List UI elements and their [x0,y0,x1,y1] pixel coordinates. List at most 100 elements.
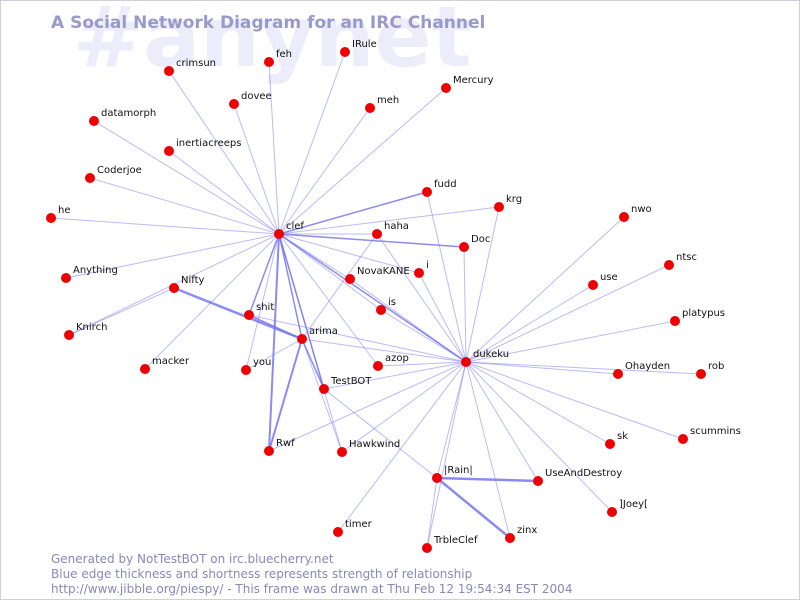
node-fudd: fudd [422,179,457,197]
node-dot [422,187,432,197]
node-label: TrbleClef [433,535,478,546]
edge-clef-azop [278,233,379,367]
edge-sk-dukeku [465,361,611,445]
edge-clef-inertiacreeps [168,150,280,235]
node-NovaKANE: NovaKANE [345,266,410,284]
edge-arima-Hawkwind [301,338,343,453]
edge-Rain-TrbleClef [426,477,438,549]
node-label: fudd [434,179,457,190]
edge-arima-you [245,338,303,371]
node-Rwf: Rwf [264,438,295,456]
node-label: Knirch [76,322,107,333]
node-nwo: nwo [619,204,652,222]
node-label: you [253,357,271,368]
edge-shit-dukeku [248,314,467,363]
node-label: Coderjoe [97,165,142,176]
edge-Hawkwind-dukeku [341,361,467,453]
node-dot [229,99,239,109]
edge-clef-you [245,233,280,371]
node-platypus: platypus [670,308,725,326]
node-label: ]Joey[ [619,499,648,510]
edge-Rwf-dukeku [268,361,467,452]
edge-haha-dukeku [376,233,467,363]
node-use: use [588,272,618,290]
node-dot [61,273,71,283]
node-label: UseAndDestroy [545,468,622,479]
edge-Doc-dukeku [463,246,467,363]
node-dot [241,365,251,375]
edge-arima-haha [301,233,378,340]
edge-timer-dukeku [337,361,467,533]
node-label: Hawkwind [349,439,400,450]
node-Doc: Doc [459,234,490,252]
edge-clef-dukeku [278,233,467,363]
node-label: Mercury [453,75,494,86]
node-label: dovee [241,91,272,102]
node-dot [140,364,150,374]
node-dot [89,116,99,126]
node-UseAndDestroy: UseAndDestroy [533,468,622,486]
node-dot [365,103,375,113]
node-dot [422,543,432,553]
node-label: macker [152,356,190,367]
node-you: you [241,357,271,375]
node-dot [164,146,174,156]
node-crimsun: crimsun [164,58,216,76]
node-Nifty: Nifty [169,275,205,293]
node-label: rob [708,361,724,372]
node-Ohayden: Ohayden [613,361,670,379]
node-label: platypus [682,308,725,319]
edge-is-dukeku [380,309,467,363]
edge-platypus-dukeku [465,320,676,363]
node-is: is [376,297,396,315]
node-dot [373,361,383,371]
node-label: i [426,260,429,271]
edge-clef-IRule [278,51,346,235]
edge-scummins-dukeku [465,361,684,440]
node-dot [670,316,680,326]
node-label: Rwf [276,438,295,449]
edge-Nifty-arima [173,286,303,341]
node-Anything: Anything [61,265,118,283]
footer-generator-line: Generated by NotTestBOT on irc.bluecherr… [51,552,334,566]
node-label: Ohayden [625,361,670,372]
edge-clef-Hawkwind [278,233,343,453]
node-meh: meh [365,95,399,113]
edge-clef-Anything [65,233,280,279]
node-timer: timer [333,519,373,537]
edge-ntsc-dukeku [465,264,670,363]
node-dot [333,527,343,537]
node-label: timer [345,519,373,530]
edge-fudd-dukeku [426,191,467,363]
edge-clef-Rwf [268,233,280,452]
edge-rob-dukeku [465,361,702,375]
edge-i-dukeku [418,272,467,363]
node-label: is [388,297,396,308]
node-dukeku: dukeku [461,349,509,367]
channel-watermark: #anynet [73,0,472,86]
edge-clef-is [278,233,382,311]
node-dot [619,212,629,222]
node-azop: azop [373,353,409,371]
node-dot [319,384,329,394]
edge-arima-TestBOT [301,338,325,390]
node-label: crimsun [176,58,216,69]
node-Knirch: Knirch [64,322,107,340]
node-arima: arima [297,326,338,344]
node-IRule: IRule [340,39,377,57]
edge-clef-Mercury [278,87,447,235]
edge-use-dukeku [465,284,594,363]
node-scummins: scummins [678,426,741,444]
edge-clef-he [50,217,280,235]
footer: Generated by NotTestBOT on irc.bluecherr… [51,552,572,597]
node-label: ntsc [676,252,697,263]
edge-clef-shit [248,233,280,316]
node-dot [46,213,56,223]
node-dot [432,473,442,483]
node-Coderjoe: Coderjoe [85,165,142,183]
node-label: azop [385,353,409,364]
node-label: dukeku [473,349,509,360]
edge-TestBOT-Rain [323,388,438,479]
